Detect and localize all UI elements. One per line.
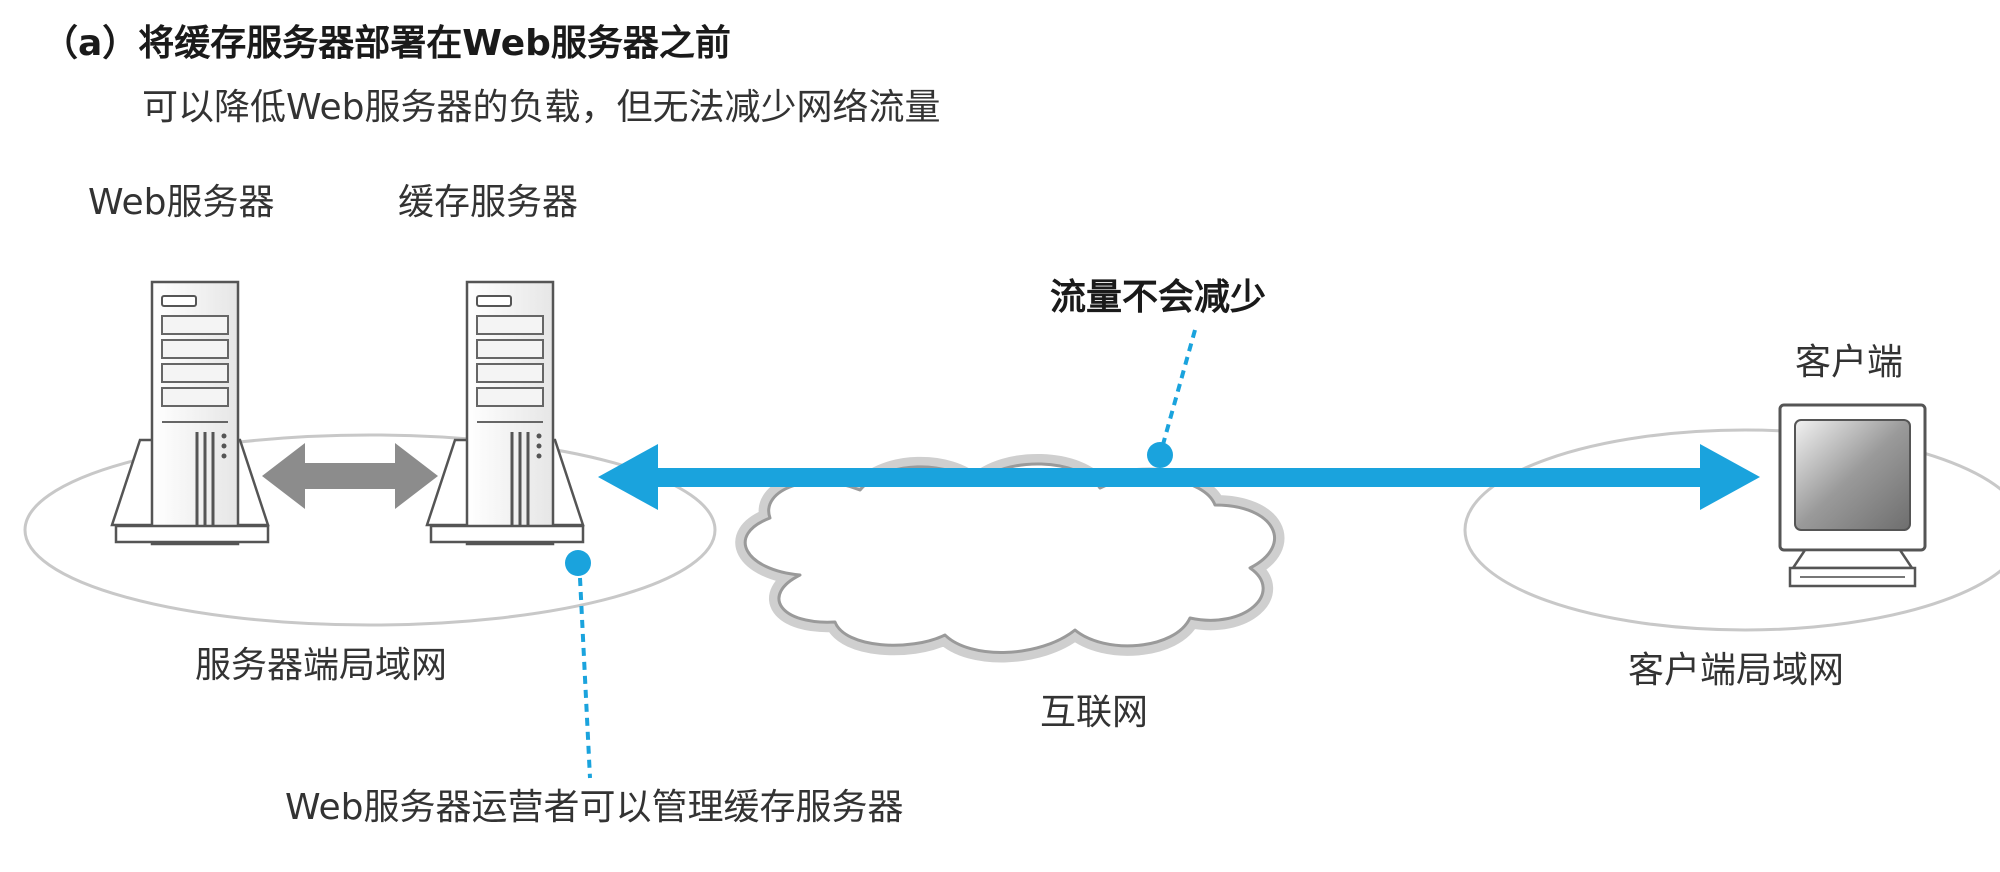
management-callout-leader	[578, 577, 592, 779]
client-lan-ellipse	[1463, 428, 2000, 632]
management-callout-dot	[565, 550, 591, 576]
client-computer-icon	[1778, 403, 1927, 588]
cache-server-icon	[425, 280, 585, 546]
traffic-arrow	[598, 444, 1760, 510]
internet-label: 互联网	[1040, 692, 1149, 733]
client-lan-label: 客户端局域网	[1628, 650, 1845, 691]
server-link-arrow	[262, 443, 438, 509]
web-server-icon	[110, 280, 270, 546]
traffic-callout-leader	[1160, 329, 1197, 449]
traffic-callout-text: 流量不会减少	[1050, 277, 1267, 318]
web-server-label: Web服务器	[88, 182, 275, 223]
server-lan-ellipse	[23, 433, 717, 627]
server-lan-label: 服务器端局域网	[195, 645, 448, 686]
figure-subtitle: 可以降低Web服务器的负载，但无法减少网络流量	[142, 87, 941, 128]
cache-server-label: 缓存服务器	[398, 182, 579, 223]
figure-title: （a）将缓存服务器部署在Web服务器之前	[42, 23, 731, 64]
internet-cloud-icon	[735, 453, 1285, 663]
client-label: 客户端	[1795, 342, 1904, 383]
traffic-callout-dot	[1147, 442, 1173, 468]
management-callout-text: Web服务器运营者可以管理缓存服务器	[285, 787, 904, 828]
